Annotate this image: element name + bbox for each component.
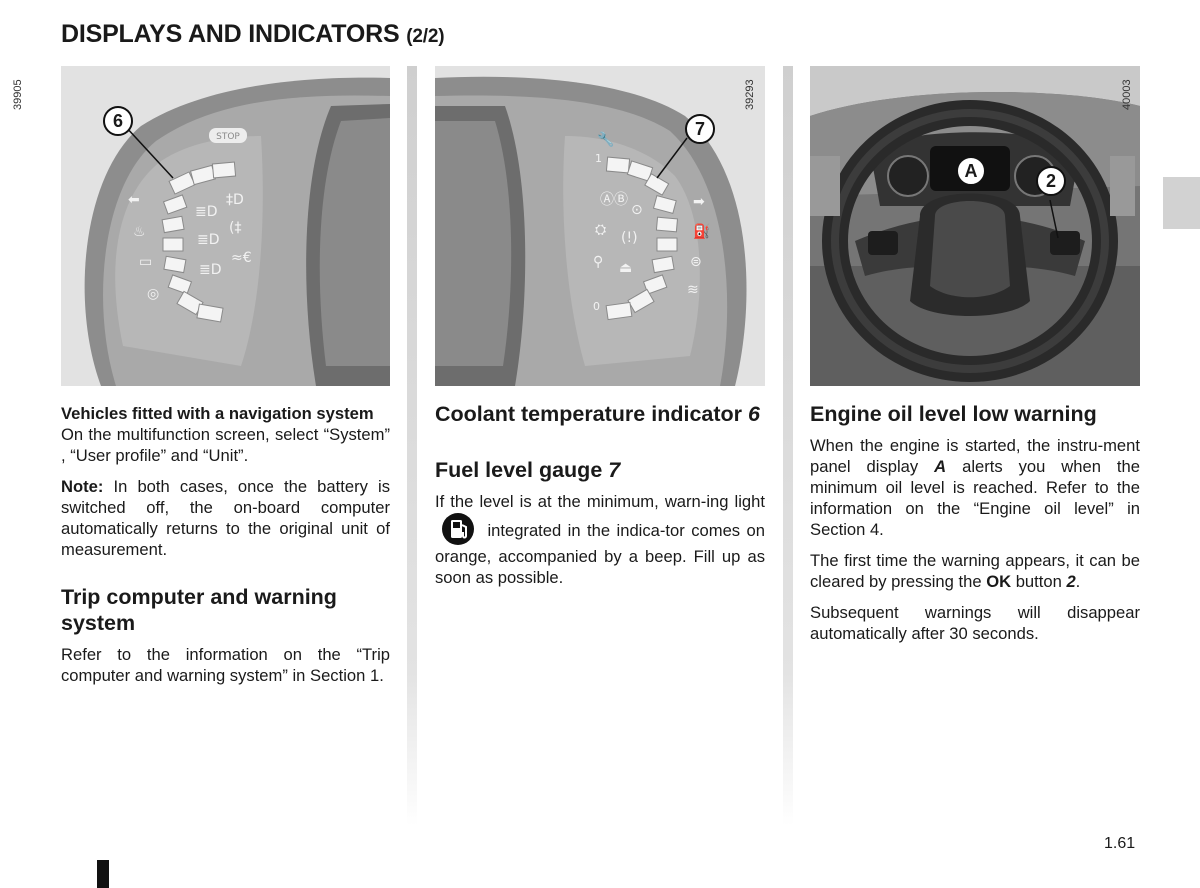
button-2-ref: 2: [1066, 572, 1076, 591]
corner-mark: [97, 860, 109, 888]
column-separator: [783, 66, 793, 826]
nav-heading: Vehicles fitted with a navigation system: [61, 404, 374, 423]
gauge-min-label: 0: [593, 300, 600, 313]
callout-2: 2: [1036, 166, 1066, 196]
fuel-heading-text: Fuel level gauge: [435, 458, 603, 482]
display-a-ref: A: [934, 457, 947, 476]
column-1: Vehicles fitted with a navigation system…: [61, 403, 390, 696]
svg-text:◎: ◎: [147, 286, 159, 302]
page-title-text: DISPLAYS AND INDICATORS: [61, 20, 400, 48]
oil-heading: Engine oil level low warning: [810, 402, 1097, 426]
note-label: Note:: [61, 477, 104, 496]
svg-text:ⒶⒷ: ⒶⒷ: [600, 192, 628, 208]
svg-text:≣D: ≣D: [199, 262, 222, 278]
callout-6: 6: [103, 106, 133, 136]
note-body: In both cases, once the battery is switc…: [61, 477, 390, 559]
coolant-gauge-illustration: ⬅ ♨ ▭ ◎ ≣D ‡D ≣D (‡ ≣D ≈€ STOP: [61, 66, 390, 386]
fuel-body-part1: If the level is at the minimum, warn-ing…: [435, 492, 765, 511]
svg-text:♨: ♨: [133, 224, 146, 240]
figure-number: 39905: [12, 79, 24, 110]
oil-p3: Subsequent warnings will disappear autom…: [810, 603, 1140, 643]
nav-body: On the multifunction screen, select “Sys…: [61, 425, 390, 465]
svg-text:‡D: ‡D: [226, 192, 244, 208]
oil-p2-part2: button: [1011, 572, 1067, 591]
fuel-gauge-illustration: 🔧 ➡ ⛽ ⊜ ≋ ⒶⒷ ⊙ ⛭ (!) ⚲ ⏏ 1 0: [435, 66, 765, 386]
svg-text:≈€: ≈€: [231, 250, 252, 266]
trip-body: Refer to the information on the “Trip co…: [61, 645, 390, 685]
callout-a: A: [956, 156, 986, 186]
fuel-body-part2: integrated in the indica-tor comes on or…: [435, 521, 765, 587]
page-number: 1.61: [1104, 835, 1136, 852]
figure-steering-wheel: A 2: [810, 66, 1140, 386]
svg-text:🔧: 🔧: [597, 130, 614, 148]
section-tab: [1163, 177, 1200, 229]
svg-text:⏏: ⏏: [619, 260, 632, 276]
svg-text:≣D: ≣D: [197, 232, 220, 248]
oil-p1-part1: When the engine is started, the instru-m…: [810, 436, 1140, 476]
svg-text:≋: ≋: [687, 282, 699, 298]
column-separator: [407, 66, 417, 826]
column-2: Coolant temperature indicator 6 Fuel lev…: [435, 401, 765, 598]
figure-coolant-gauge: ⬅ ♨ ▭ ◎ ≣D ‡D ≣D (‡ ≣D ≈€ STOP 6: [61, 66, 390, 386]
figure-number: 40003: [1121, 79, 1133, 110]
coolant-ref: 6: [748, 402, 760, 426]
svg-text:⊙: ⊙: [631, 202, 643, 218]
svg-text:⛭: ⛭: [595, 222, 606, 238]
gauge-max-label: 1: [595, 152, 602, 165]
page-title-part: (2/2): [406, 26, 445, 47]
svg-text:⛽: ⛽: [693, 223, 710, 240]
svg-text:(‡: (‡: [229, 220, 241, 236]
svg-text:➡: ➡: [693, 194, 705, 210]
svg-text:▭: ▭: [139, 254, 152, 270]
svg-text:(!): (!): [621, 230, 638, 246]
page-title: DISPLAYS AND INDICATORS (2/2): [61, 20, 445, 49]
stop-label: STOP: [216, 132, 240, 142]
fuel-pump-icon: [442, 513, 474, 545]
fuel-heading: Fuel level gauge 7: [435, 457, 765, 483]
oil-p2-part1: The first time the warning appears, it c…: [810, 551, 1140, 591]
svg-text:⊜: ⊜: [690, 254, 702, 270]
steering-wheel-illustration: [810, 66, 1140, 386]
oil-p2-part3: .: [1075, 572, 1081, 591]
column-3: Engine oil level low warning When the en…: [810, 401, 1140, 654]
oil-p1-part2: alerts you when the minimum oil level is…: [810, 457, 1140, 539]
fuel-ref: 7: [608, 458, 621, 482]
coolant-heading-text: Coolant temperature indicator: [435, 402, 743, 426]
figure-fuel-gauge: 🔧 ➡ ⛽ ⊜ ≋ ⒶⒷ ⊙ ⛭ (!) ⚲ ⏏ 1 0 7: [435, 66, 765, 386]
trip-heading: Trip computer and warning system: [61, 585, 337, 635]
coolant-heading: Coolant temperature indicator 6: [435, 401, 765, 427]
svg-text:⚲: ⚲: [593, 254, 603, 270]
ok-label: OK: [986, 572, 1012, 591]
figure-number: 39293: [744, 79, 756, 110]
callout-7: 7: [685, 114, 715, 144]
svg-text:⬅: ⬅: [128, 192, 140, 208]
svg-text:≣D: ≣D: [195, 204, 218, 220]
